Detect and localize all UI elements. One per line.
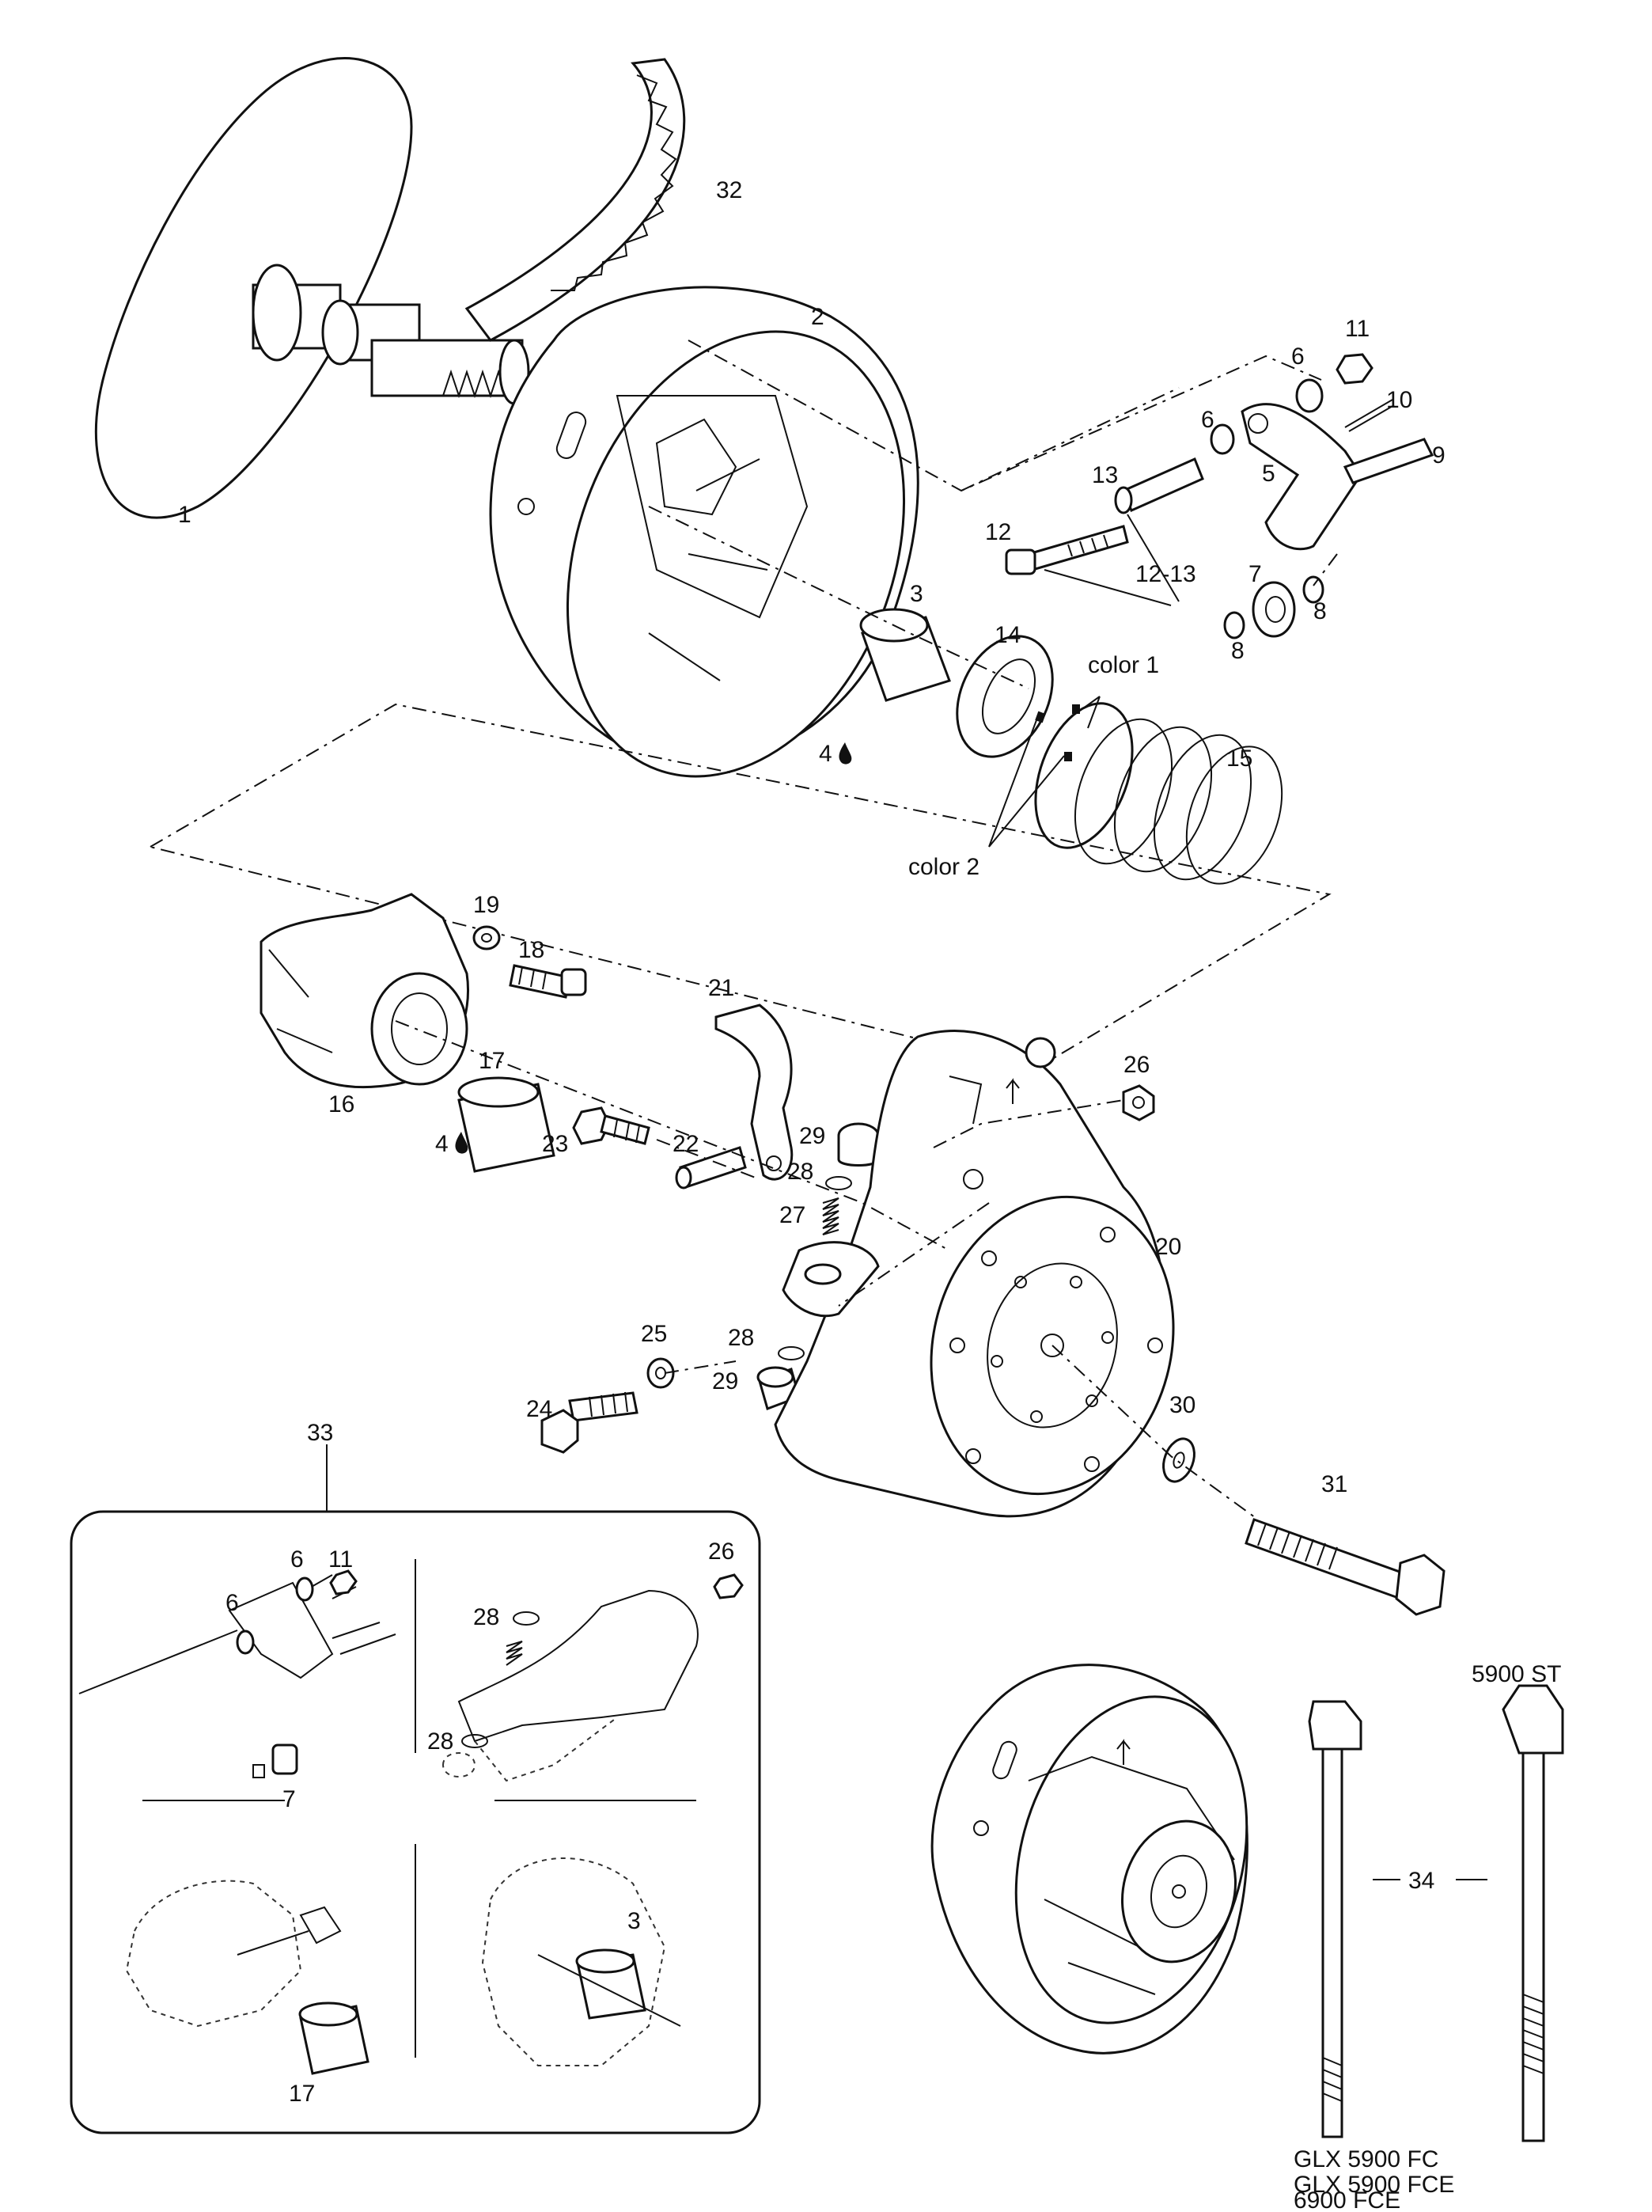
inset-label-part-11: 11 [328,1546,353,1573]
label-part-19: 19 [473,892,499,918]
pin-part-22 [675,1146,747,1189]
drive-belt-part-32 [464,58,686,342]
lubricant-drop-icon [839,742,852,765]
label-part-8-right: 8 [1313,598,1327,624]
bolt-part-31 [1245,1518,1446,1616]
label-part-20: 20 [1155,1234,1181,1260]
fixed-sheave-part-1 [94,57,530,519]
label-part-24: 24 [526,1396,552,1422]
flyweight-part-21 [714,1004,794,1181]
label-part-26: 26 [1123,1052,1150,1078]
label-part-33: 33 [307,1420,333,1446]
leader-lines [988,696,1101,848]
label-part-14: 14 [995,622,1021,648]
inset-label-part-6-lower: 6 [225,1590,239,1616]
label-model-glx-5900-fc: GLX 5900 FC [1294,2146,1438,2172]
callout-labels: 1 2 3 4 4 5 6 6 7 8 8 9 10 11 12 12-13 1… [178,177,1561,2212]
label-part-29-lower: 29 [712,1368,738,1394]
label-part-32: 32 [716,177,742,203]
lever-assembly-parts-5-13 [1005,353,1434,639]
label-part-28-upper: 28 [787,1159,813,1185]
label-part-10: 10 [1386,387,1412,413]
bushing-part-3 [859,608,951,702]
label-part-29-upper: 29 [799,1123,825,1149]
label-part-9: 9 [1432,442,1446,469]
spring-part-27 [822,1197,839,1235]
label-part-22: 22 [673,1131,699,1157]
inset-label-part-6-upper: 6 [290,1546,304,1573]
label-part-5: 5 [1262,461,1275,487]
inset-label-part-3: 3 [627,1908,641,1934]
roller-part-29-upper [837,1122,880,1167]
bushing-part-17 [457,1076,555,1173]
label-part-12: 12 [985,519,1011,545]
label-part-34: 34 [1408,1868,1434,1894]
bolt-part-24 [540,1391,638,1454]
label-color-2: color 2 [908,854,979,880]
cam-carrier-part-16 [260,893,469,1089]
label-model-6900-fce: 6900 FCE [1294,2187,1400,2212]
washer-part-19 [472,925,501,950]
label-part-30: 30 [1169,1392,1195,1418]
label-part-8-left: 8 [1231,638,1245,664]
inset-label-part-26: 26 [708,1539,734,1565]
lubricant-drop-icon [455,1132,468,1154]
label-part-6-lower: 6 [1201,407,1214,433]
label-part-16: 16 [328,1091,354,1117]
puller-tool-part-34 [1308,1684,1564,2142]
label-model-glx-5900-fce: GLX 5900 FCE [1294,2172,1454,2198]
label-part-25: 25 [641,1321,667,1347]
label-part-15: 15 [1226,746,1252,772]
inset-label-part-28-upper: 28 [473,1604,499,1630]
o-ring-part-28-upper [825,1176,852,1190]
label-part-31: 31 [1321,1471,1347,1497]
inset-label-part-7: 7 [282,1786,296,1812]
label-part-11: 11 [1345,316,1370,342]
label-part-1: 1 [178,502,191,528]
label-part-12-13: 12-13 [1135,561,1196,587]
label-part-2: 2 [811,304,824,330]
inset-label-part-17: 17 [289,2081,315,2107]
label-part-17: 17 [479,1048,505,1074]
label-part-6-upper: 6 [1291,343,1305,370]
alignment-lines-lower [395,1020,1259,1520]
label-part-13: 13 [1092,462,1118,488]
spring-part-15 [1034,702,1283,885]
label-model-5900-st: 5900 ST [1472,1661,1561,1687]
label-part-7: 7 [1248,561,1262,587]
inset-label-part-28-lower: 28 [427,1728,453,1755]
movable-sheave-part-2 [489,286,919,778]
assembled-clutch [930,1664,1248,2055]
washer-part-30 [1162,1437,1195,1483]
label-part-4-lower: 4 [435,1131,449,1157]
inset-kit-part-33 [70,1444,761,2134]
label-color-1: color 1 [1088,652,1159,678]
label-part-3: 3 [910,581,923,607]
label-part-4-upper: 4 [819,741,832,767]
label-part-21: 21 [708,975,734,1001]
label-part-18: 18 [518,937,544,963]
screw-part-23 [572,1106,650,1145]
label-part-28-lower: 28 [728,1325,754,1351]
label-part-27: 27 [779,1202,805,1228]
screw-part-18 [509,964,587,999]
alignment-lines-upper [148,340,1338,1070]
washer-part-25 [646,1357,675,1389]
label-part-23: 23 [542,1131,568,1157]
o-ring-part-28-lower [778,1346,805,1360]
nut-part-26 [1122,1084,1155,1121]
